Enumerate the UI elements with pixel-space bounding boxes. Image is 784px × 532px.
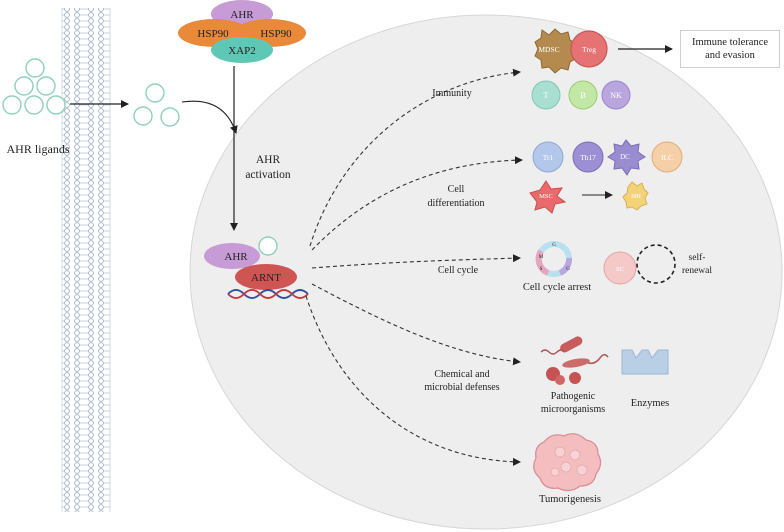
t-text: T xyxy=(544,91,549,100)
cell-cycle-label: Cell cycle xyxy=(438,265,479,276)
dc-text: DC xyxy=(620,153,630,161)
immunity-label: Immunity xyxy=(432,88,471,99)
arrow-tumor xyxy=(305,295,521,466)
bound-ligand xyxy=(258,236,278,256)
treg-text: Treg xyxy=(582,45,596,54)
mdsc-text: MDSC xyxy=(538,45,559,54)
defenses-label-line2: microbial defenses xyxy=(424,382,499,393)
th17-text: Th17 xyxy=(580,153,596,162)
ligand-binding-arrow xyxy=(181,100,238,134)
arrow-defenses xyxy=(311,283,521,366)
b-text: B xyxy=(580,91,585,100)
ahr-ligands-cluster xyxy=(2,58,66,115)
activation-label-line1: AHR xyxy=(256,154,281,166)
cycle-arc-purple xyxy=(558,257,573,276)
phase-g2: G xyxy=(566,267,570,272)
dna-strand-b xyxy=(227,289,309,299)
dc-cell xyxy=(607,139,646,176)
ahr-arnt-complex: AHR ARNT xyxy=(204,236,309,299)
pathogens-label-line2: microorganisms xyxy=(541,404,605,415)
hsp90-right-text: HSP90 xyxy=(260,28,292,40)
differentiation-label-line2: differentiation xyxy=(427,198,484,209)
self-renewal-label-line2: renewal xyxy=(682,266,712,276)
stem-cell xyxy=(603,251,637,285)
pathway-arrows xyxy=(305,68,523,466)
differentiation-label-line1: Cell xyxy=(448,184,465,195)
nuclear-ahr-text: AHR xyxy=(224,251,248,263)
cell-cycle-arrest-label: Cell cycle arrest xyxy=(523,282,591,293)
xap2-text: XAP2 xyxy=(228,45,256,57)
hsp90-left-text: HSP90 xyxy=(197,28,229,40)
activation-label-line2: activation xyxy=(245,169,291,181)
cell-cycle-group: G G S M Cell cycle arrest SC self- renew… xyxy=(523,241,712,293)
xap2-protein xyxy=(211,37,273,63)
t-cell xyxy=(531,80,561,110)
phase-m: M xyxy=(539,255,544,260)
msc-cell xyxy=(529,180,567,214)
differentiation-cells: Tr1 Th17 DC ILC MSC MH xyxy=(529,139,683,214)
mh-text: MH xyxy=(631,194,641,200)
bacillus xyxy=(560,336,583,353)
ilc-text: ILC xyxy=(661,153,673,162)
tumorigenesis-label: Tumorigenesis xyxy=(539,494,601,505)
defenses-label-line1: Chemical and xyxy=(434,369,489,380)
cycle-arc-pink xyxy=(535,249,550,276)
self-renewal-loop xyxy=(636,244,676,284)
th17-cell xyxy=(572,141,604,173)
arnt-protein xyxy=(235,264,297,290)
dna-strand-a xyxy=(227,289,309,299)
pathogens-label-line1: Pathogenic xyxy=(551,391,596,402)
arrow-cell-cycle xyxy=(311,254,521,269)
tr1-text: Tr1 xyxy=(543,153,554,162)
immune-tolerance-line2: and evasion xyxy=(705,50,755,61)
enzyme-shape xyxy=(621,349,669,375)
tr1-cell xyxy=(532,141,564,173)
spirochete xyxy=(540,349,566,355)
treg-cell xyxy=(570,30,608,68)
cocci-3 xyxy=(569,372,581,384)
ahr-ligands-label: AHR ligands xyxy=(7,142,70,156)
ahr-complex: AHR HSP90 HSP90 XAP2 xyxy=(178,0,306,63)
phase-s: S xyxy=(540,267,543,272)
stem-cell-text: SC xyxy=(616,266,624,273)
arrow-immunity xyxy=(309,68,521,247)
mdsc-cell xyxy=(534,28,578,74)
self-renewal-label-line1: self- xyxy=(689,252,706,263)
mh-cell xyxy=(622,181,649,211)
enzymes-label: Enzymes xyxy=(631,398,670,409)
tumor-group: Tumorigenesis xyxy=(533,433,602,505)
ilc-cell xyxy=(651,141,683,173)
immune-tolerance-box: Immune tolerance and evasion xyxy=(680,30,780,68)
cell-membrane xyxy=(61,8,111,512)
nuclear-ahr xyxy=(204,243,260,269)
immune-cells: MDSC Treg T B NK xyxy=(531,28,631,110)
ahr-text: AHR xyxy=(230,9,254,21)
arnt-text: ARNT xyxy=(251,272,281,284)
phase-g1: G xyxy=(552,243,556,248)
nk-text: NK xyxy=(610,91,622,100)
cocci-2 xyxy=(555,375,565,385)
nucleus xyxy=(189,14,783,530)
immune-tolerance-line1: Immune tolerance xyxy=(691,37,769,48)
msc-text: MSC xyxy=(539,193,553,200)
defense-group: Pathogenic microorganisms Enzymes xyxy=(540,336,670,415)
nk-cell xyxy=(601,80,631,110)
b-cell xyxy=(568,80,598,110)
ahr-ligands-inside xyxy=(133,83,180,127)
flagellate-body xyxy=(562,358,590,368)
arrow-differentiation xyxy=(311,156,523,251)
